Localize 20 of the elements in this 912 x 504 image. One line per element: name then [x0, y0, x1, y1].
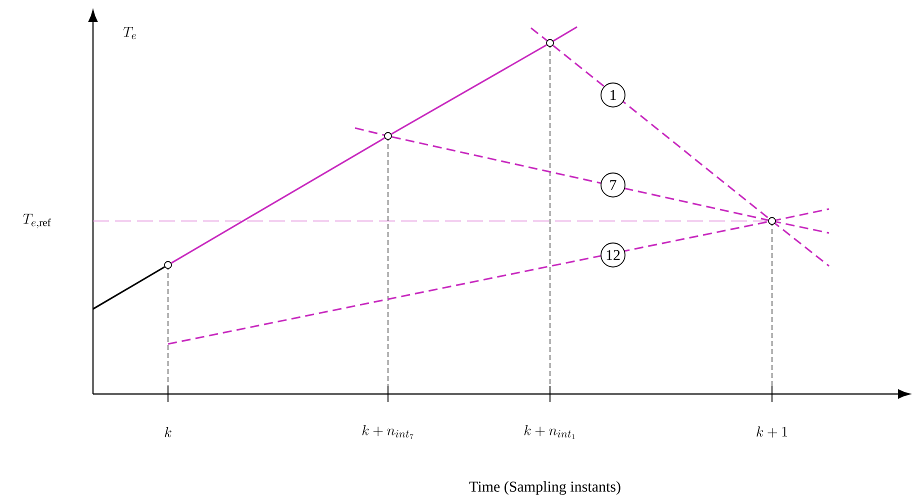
- tick-label: $k+1$: [756, 426, 787, 438]
- axis-label: Time (Sampling instants): [469, 481, 620, 495]
- line: [92, 266, 165, 310]
- data-point: [768, 217, 776, 225]
- data-point: [546, 39, 554, 47]
- tick-label: $k+n_{int_1}$: [524, 425, 575, 439]
- edge-label: 1: [600, 82, 626, 108]
- axis-label: $T_{e,\mathrm{ref}}$: [23, 214, 51, 228]
- axis-label: $T_e$: [123, 27, 136, 40]
- edge-label: 12: [600, 242, 626, 268]
- tick-label: $k+n_{int_7}$: [362, 425, 414, 440]
- edge-label: 7: [600, 172, 626, 198]
- line: [392, 136, 768, 221]
- line: [391, 44, 547, 135]
- line: [171, 137, 385, 264]
- line: [168, 221, 768, 345]
- tick-label: $k$: [164, 427, 172, 438]
- data-point: [384, 132, 392, 140]
- line: [552, 44, 770, 220]
- data-point: [164, 261, 172, 269]
